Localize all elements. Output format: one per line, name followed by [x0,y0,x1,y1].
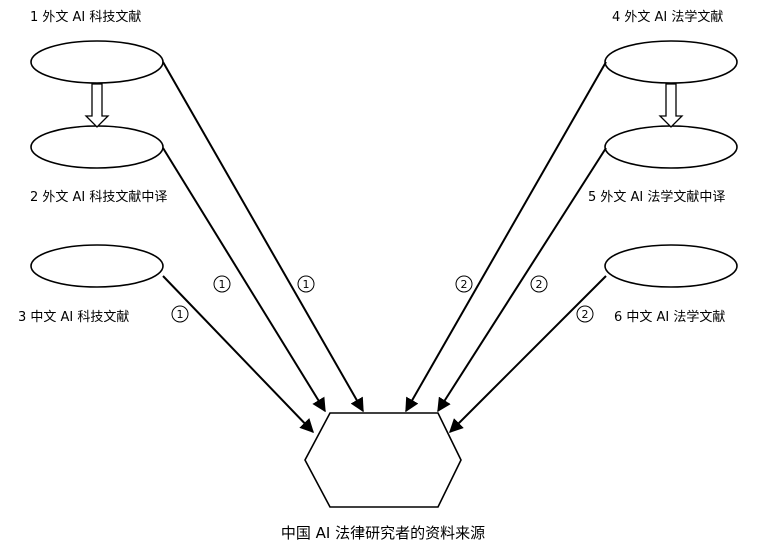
target-label: 中国 AI 法律研究者的资料来源 [281,524,485,542]
translation-arrow-left [84,83,110,128]
edge-marker-2b: 2 [530,275,548,293]
edge-marker-2a-number: 2 [461,278,468,291]
translation-arrow-right [658,83,684,128]
edge-marker-2b-number: 2 [536,278,543,291]
node-1-label: 1 外文 AI 科技文献 [30,10,141,25]
edge-marker-2a: 2 [455,275,473,293]
target-node [304,412,462,508]
edge-marker-1a: 1 [213,275,231,293]
node-1 [30,40,164,84]
edge-marker-2c: 2 [576,305,594,323]
edge-1-to-target [162,61,364,413]
edge-3-to-target [162,275,314,434]
node-2-label: 2 外文 AI 科技文献中译 [30,190,167,205]
edge-2-to-target [162,147,326,413]
node-5-label: 5 外文 AI 法学文献中译 [588,189,725,205]
node-4-label: 4 外文 AI 法学文献 [612,9,723,25]
node-6 [604,244,738,288]
edge-5-to-target [437,147,607,413]
edge-marker-1b: 1 [297,275,315,293]
node-2 [30,125,164,169]
edge-marker-1c: 1 [171,305,189,323]
edge-marker-1c-number: 1 [177,308,184,321]
edge-6-to-target [449,275,607,433]
edge-marker-1b-number: 1 [303,278,310,291]
node-6-label: 6 中文 AI 法学文献 [614,309,725,325]
node-4 [604,40,738,84]
edge-marker-2c-number: 2 [582,308,589,321]
edge-marker-1a-number: 1 [219,278,226,291]
node-5 [604,125,738,169]
node-3 [30,244,164,288]
edge-4-to-target [405,61,607,413]
node-3-label: 3 中文 AI 科技文献 [18,310,129,325]
